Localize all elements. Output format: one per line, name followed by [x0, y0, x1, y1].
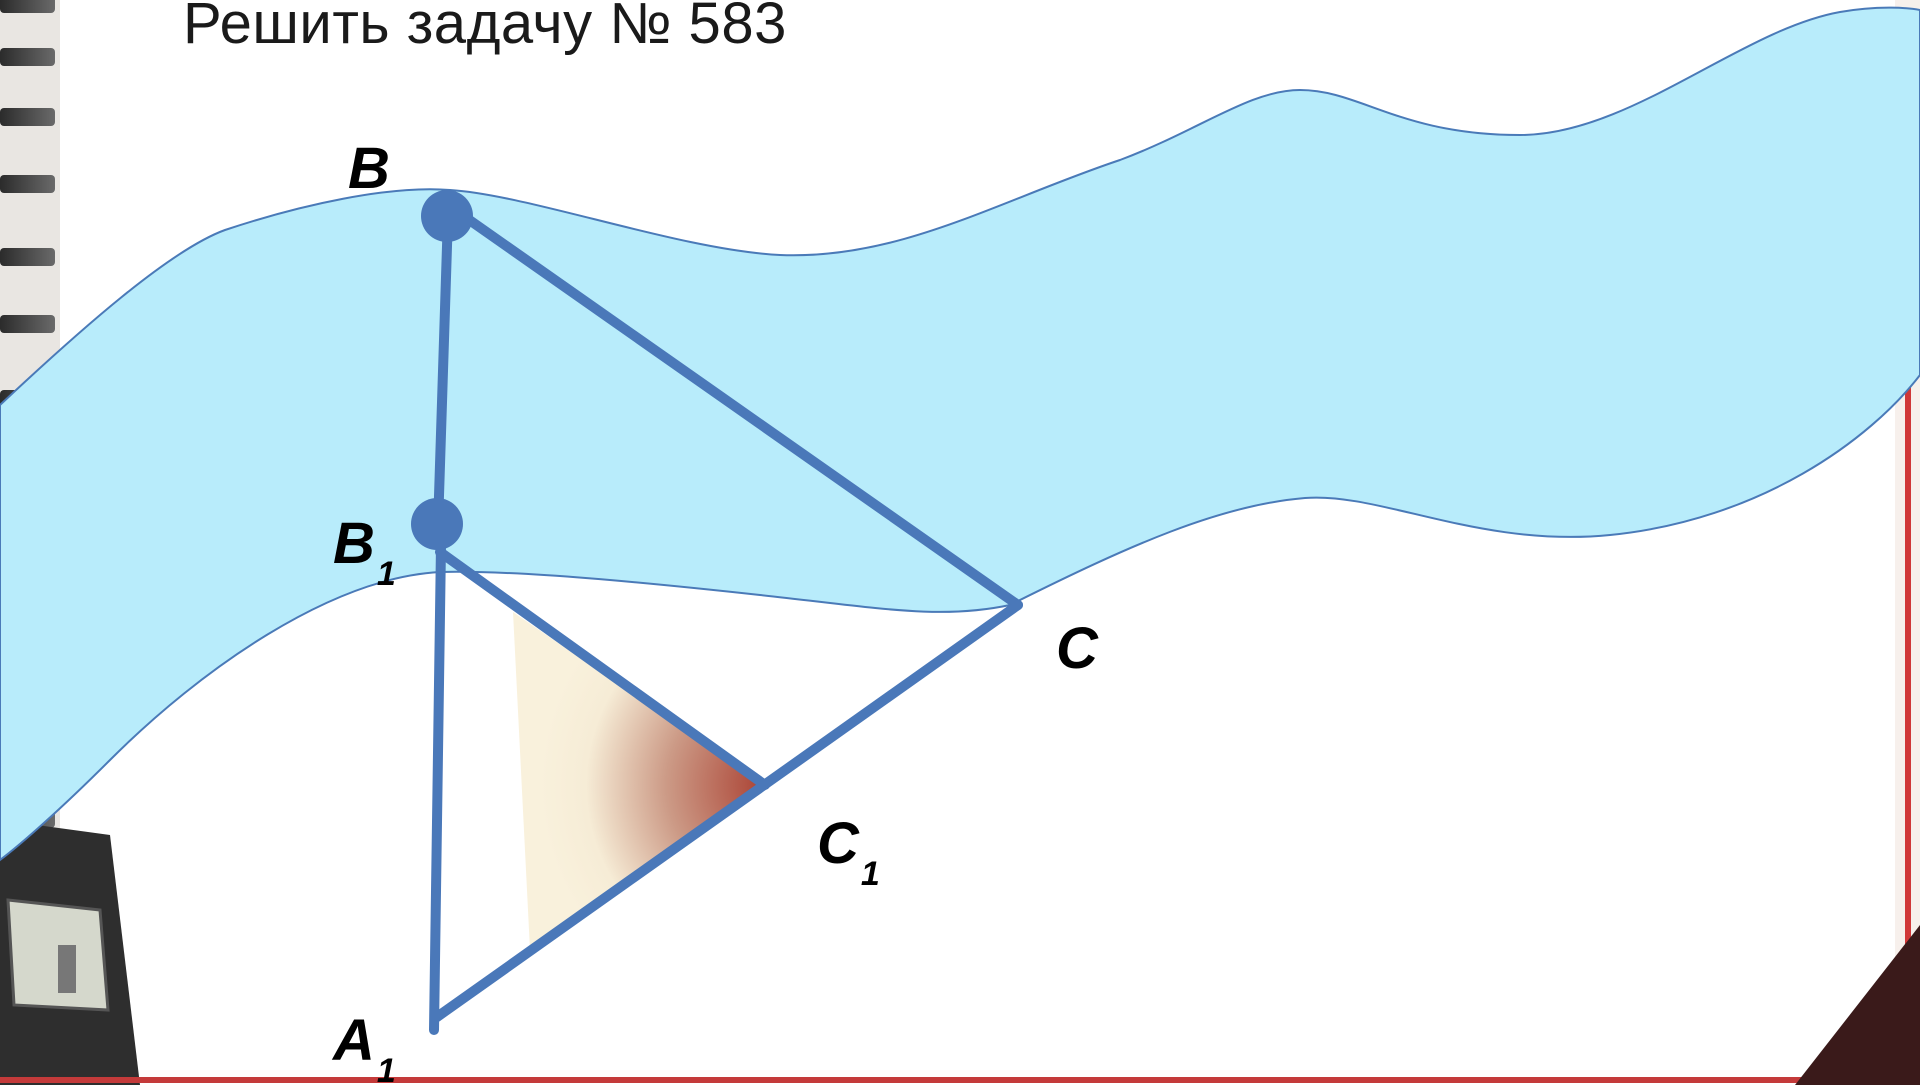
point-B1: [411, 498, 463, 550]
label-C: C: [1056, 616, 1098, 681]
angle-shade: [513, 612, 765, 950]
segment-B1C1: [435, 547, 770, 790]
label-A1: A1: [333, 1008, 396, 1090]
segment-CA1: [432, 600, 1023, 1022]
river: [0, 6, 1920, 862]
segment-BC: [443, 200, 1023, 610]
segment-B1A1: [429, 540, 446, 1035]
calculator-image: [0, 820, 140, 1085]
pen-image: [1795, 925, 1920, 1085]
segment-BB1: [433, 210, 453, 532]
point-B: [421, 190, 473, 242]
slide-title: Решить задачу № 583: [183, 0, 787, 56]
label-C1: C1: [817, 811, 880, 893]
label-B1: B1: [333, 511, 396, 593]
label-B: B: [348, 136, 390, 201]
